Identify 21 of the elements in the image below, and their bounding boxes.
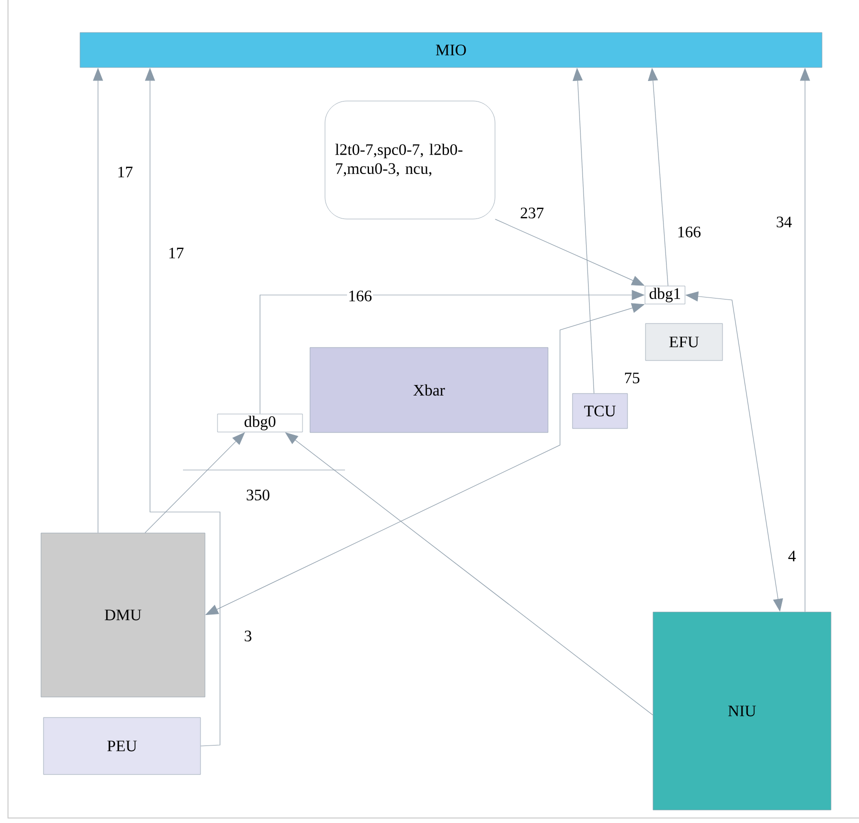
edge-label: 4 [787, 550, 797, 562]
unit-box: DMU [40, 532, 206, 698]
edge-label: 166 [676, 226, 702, 238]
unit-box: Xbar [310, 347, 548, 433]
bus-bar: MIO [80, 32, 822, 68]
arrow [285, 432, 654, 716]
edge-label: 237 [519, 206, 545, 220]
debug-box: dbg1 [644, 286, 686, 304]
edge-label: 17 [116, 166, 134, 178]
edge-label: 3 [243, 630, 253, 642]
bus-width-label: 350 [246, 490, 270, 500]
edge-label: 34 [775, 216, 793, 228]
edge-label: 17 [167, 246, 185, 260]
unit-box: EFU [645, 323, 723, 361]
debug-box: dbg0 [217, 414, 303, 432]
unit-box: NIU [652, 612, 832, 810]
unit-box: TCU [572, 393, 628, 429]
cloud-note: l2t0-7,spc0-7, l2b0-7,mcu0-3, ncu, [324, 100, 496, 220]
edge-label: 75 [623, 372, 641, 384]
edge-label: 166 [347, 290, 373, 302]
unit-box: PEU [43, 717, 201, 775]
